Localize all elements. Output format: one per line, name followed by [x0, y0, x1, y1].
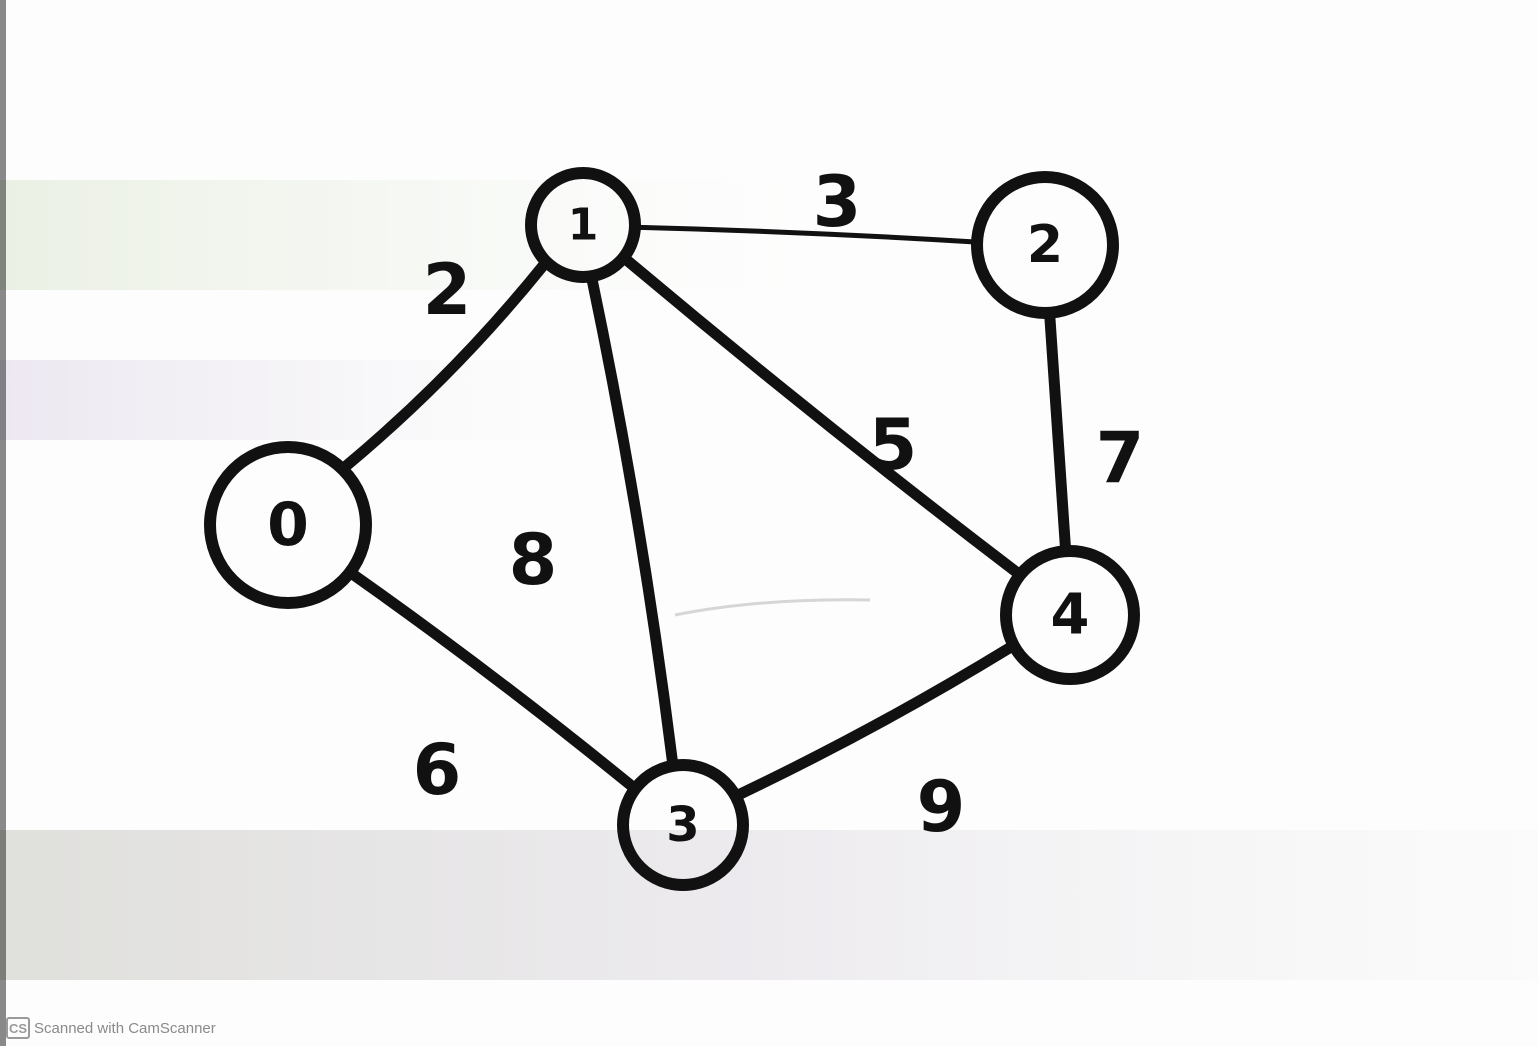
- camscanner-watermark: CS Scanned with CamScanner: [6, 1016, 216, 1040]
- node-4-circle: [1000, 545, 1140, 685]
- edge-2-4: [1044, 311, 1071, 553]
- node-3: 3: [617, 759, 749, 891]
- node-4: 4: [1000, 545, 1140, 685]
- edge-weight-1-2: 3: [813, 161, 862, 243]
- edge-1-3: [586, 274, 678, 768]
- node-0-label: 0: [267, 490, 309, 560]
- edge-1-2: [636, 224, 976, 245]
- nodes-layer: 0 1 2 3 4: [204, 167, 1140, 891]
- edge-weight-0-3: 6: [413, 729, 462, 811]
- edge-1-4: [621, 254, 1023, 578]
- node-0-circle: [204, 441, 372, 609]
- edge-0-1: [339, 259, 550, 473]
- edge-weight-3-4: 9: [917, 766, 966, 848]
- node-0: 0: [204, 441, 372, 609]
- watermark-text: Scanned with CamScanner: [34, 1019, 216, 1037]
- node-1: 1: [525, 167, 641, 283]
- camscanner-logo-icon: CS: [6, 1017, 30, 1039]
- node-2-label: 2: [1027, 215, 1063, 275]
- node-2: 2: [971, 171, 1119, 319]
- node-3-circle: [617, 759, 749, 891]
- node-4-label: 4: [1051, 583, 1090, 648]
- node-1-label: 1: [568, 200, 599, 251]
- node-1-circle: [525, 167, 641, 283]
- node-2-circle: [971, 171, 1119, 319]
- edge-weight-0-1: 2: [423, 249, 472, 331]
- weights-layer: 2 3 8 5 7 6 9: [413, 161, 1145, 848]
- node-3-label: 3: [666, 797, 699, 853]
- edge-weight-2-4: 7: [1096, 417, 1145, 499]
- edge-weight-1-3: 8: [509, 519, 558, 601]
- stray-mark: [674, 598, 871, 617]
- edge-weight-1-4: 5: [869, 404, 918, 486]
- edge-0-3: [347, 569, 638, 792]
- edge-3-4: [733, 641, 1016, 800]
- edges-layer: [339, 224, 1071, 800]
